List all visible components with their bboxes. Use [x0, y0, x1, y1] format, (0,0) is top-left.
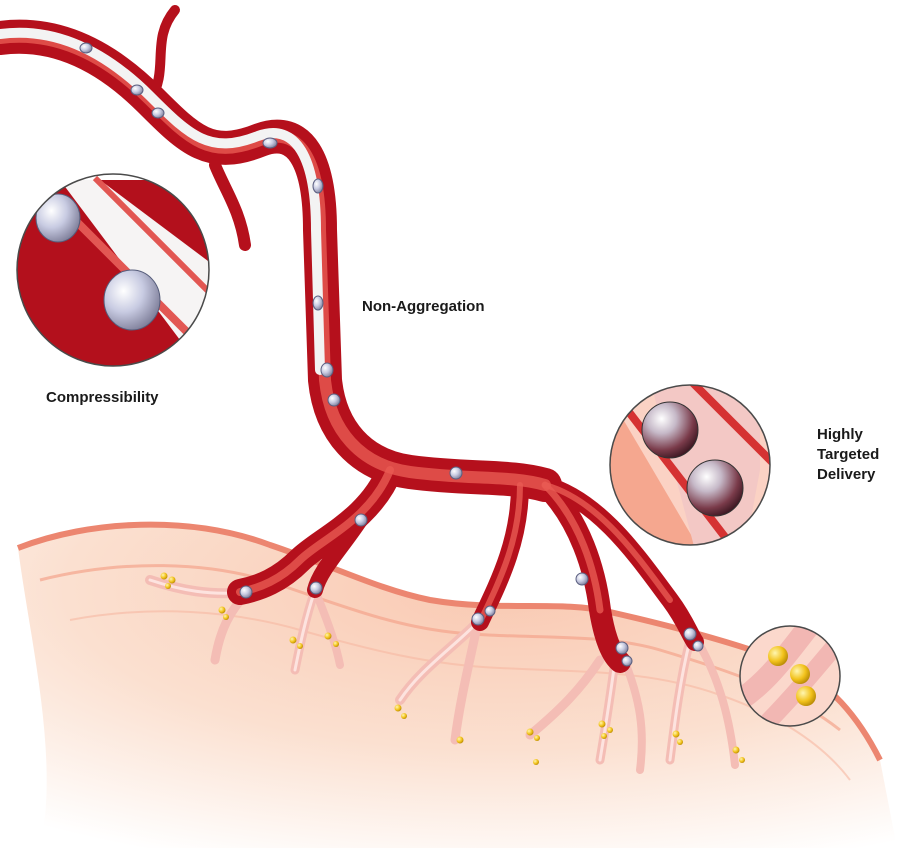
targeted-label-line1: Highly	[817, 426, 863, 443]
blood-vessel-highlight	[0, 27, 673, 625]
particle-release-inset	[739, 625, 841, 727]
targeted-delivery-label: Highly Targeted Delivery	[817, 425, 879, 485]
compressibility-label: Compressibility	[46, 389, 159, 406]
non-aggregation-label: Non-Aggregation	[362, 298, 485, 315]
microbubbles	[79, 42, 704, 667]
targeted-delivery-inset	[609, 384, 771, 546]
drug-particles	[160, 572, 745, 765]
targeted-label-line2: Targeted	[817, 446, 880, 463]
compressibility-inset	[16, 173, 210, 367]
targeted-label-line3: Delivery	[817, 466, 876, 483]
